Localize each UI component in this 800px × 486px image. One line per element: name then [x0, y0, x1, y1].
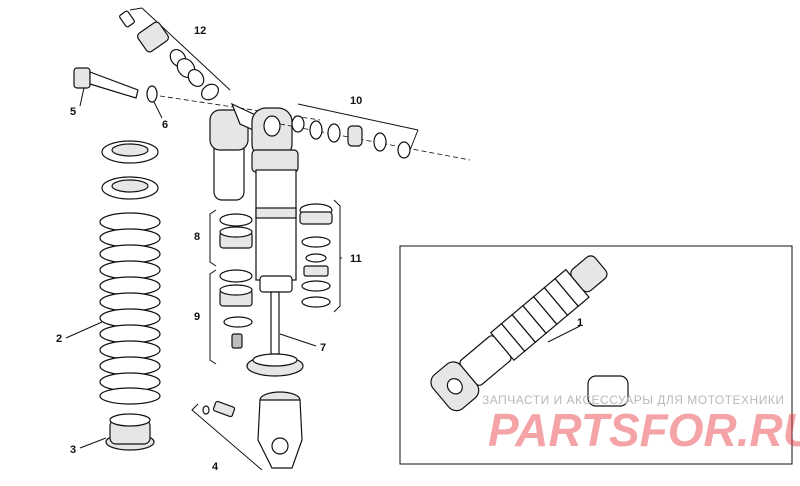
clevis-bolt [212, 400, 236, 418]
seal-8-top [219, 226, 253, 238]
assembled-shock-inset: 1 [399, 245, 793, 465]
washer [146, 85, 158, 103]
spring-coil-4 [99, 260, 161, 280]
spring-perch-top [252, 353, 298, 367]
seal-11-clip [301, 280, 331, 292]
seal-11-ring-4 [301, 296, 331, 308]
watermark: ЗАПЧАСТИ И АКСЕССУАРЫ ДЛЯ МОТОТЕХНИКИ PA… [482, 393, 800, 456]
upper-cylinder-head [251, 149, 299, 173]
callout-4: 4 [212, 461, 219, 473]
assembled-reservoir [587, 375, 629, 407]
part-4-bracket [191, 403, 263, 471]
seal-8-ring-1 [219, 213, 253, 227]
reservoir-cap [137, 21, 169, 53]
seal-11-body [299, 211, 333, 225]
part-9-seal-kit [209, 269, 253, 365]
part-8-bracket [209, 209, 217, 267]
callout-lines [65, 87, 342, 449]
spring-coil-2 [99, 228, 161, 248]
seal-9-ring-1 [219, 269, 253, 283]
callout-10: 10 [350, 95, 362, 107]
valve-stem [119, 10, 135, 28]
callout-12: 12 [194, 25, 206, 37]
damper-lower-cap [259, 275, 293, 293]
callout-2: 2 [56, 333, 62, 345]
bushing-4 [373, 132, 387, 152]
cap-ring-3 [187, 69, 205, 87]
cap-o-ring [201, 83, 219, 101]
part-6-washer [146, 85, 158, 103]
damper-body [255, 169, 297, 281]
part-3-bump-stop [105, 413, 155, 451]
part-11-bracket [333, 199, 341, 313]
spring-coil-6 [99, 292, 161, 312]
assembled-lower-clevis [570, 255, 608, 293]
spring-coil-3 [99, 244, 161, 264]
callout-7: 7 [320, 342, 326, 354]
callout-line-2 [65, 321, 103, 339]
preload-nuts [101, 140, 159, 200]
bushing-3 [327, 123, 341, 143]
preload-nut-1-inner [111, 143, 149, 157]
bump-stop-top [109, 413, 151, 427]
callout-9: 9 [194, 311, 200, 323]
part-10-bracket [297, 103, 419, 131]
watermark-tagline: ЗАПЧАСТИ И АКСЕССУАРЫ ДЛЯ МОТОТЕХНИКИ [482, 393, 784, 407]
part-2-coil-spring [99, 212, 161, 405]
shock-body-group [209, 102, 304, 377]
part-5-mounting-bolt [73, 67, 139, 99]
assembled-eye-hole [446, 378, 463, 395]
top-eye-hole [263, 115, 281, 137]
callout-line-3 [79, 437, 107, 449]
callout-1: 1 [577, 317, 583, 329]
part-10-bushing-set [279, 103, 471, 161]
part-9-bracket [209, 269, 217, 365]
clevis-body [257, 399, 303, 469]
part-4-lower-clevis [191, 391, 303, 471]
seal-11-ring-3 [305, 253, 327, 263]
spring-coil-7 [99, 308, 161, 328]
part-12-bracket-tick [129, 7, 143, 11]
piston-shaft [270, 291, 280, 355]
callout-6: 6 [162, 119, 168, 131]
callout-5: 5 [70, 106, 76, 118]
bushing-5 [397, 141, 411, 159]
seal-9-valve [231, 333, 243, 349]
assembled-shock [430, 255, 608, 412]
bolt-shank [89, 71, 139, 99]
part-12-reservoir-cap-group [119, 7, 231, 101]
watermark-brand: PARTSFOR.RU [488, 404, 800, 456]
spring-coil-8 [99, 324, 161, 344]
clevis-grease-cap [202, 405, 210, 415]
callout-line-5 [79, 87, 85, 107]
bolt-head [73, 67, 91, 89]
damper-band [255, 207, 297, 219]
seal-9-top [219, 284, 253, 296]
bushing-sleeve [347, 125, 363, 147]
seal-9-o-ring [223, 316, 253, 328]
clevis-hole [271, 437, 289, 455]
callout-3: 3 [70, 444, 76, 456]
spring-coil-5 [99, 276, 161, 296]
bushing-2 [309, 120, 323, 140]
bushing-1 [291, 115, 305, 133]
callout-8: 8 [194, 231, 200, 243]
part-10-bracket-end [409, 129, 419, 151]
callout-11: 11 [350, 253, 362, 265]
seal-11-ring-2 [301, 236, 331, 248]
part-8-seal-kit [209, 209, 253, 267]
spring-coil-9 [99, 340, 161, 360]
spring-coil-1 [99, 212, 161, 232]
callout-line-6 [153, 101, 163, 119]
part-11-damper-seal-kit [299, 199, 341, 313]
preload-nut-2-inner [111, 179, 149, 193]
spring-coil-10 [99, 356, 161, 376]
spring-coil-12 [99, 387, 161, 405]
callout-line-1 [547, 325, 581, 343]
seal-11-spacer [303, 265, 329, 277]
callout-line-7 [279, 333, 317, 347]
